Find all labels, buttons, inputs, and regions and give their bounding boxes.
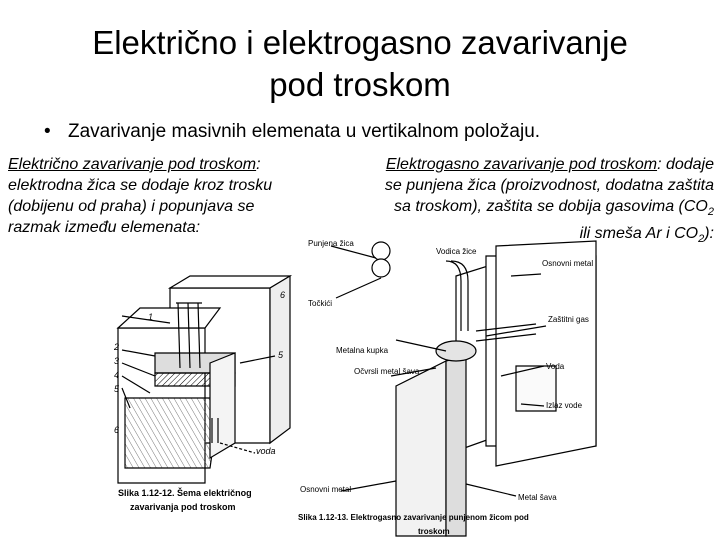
fig-left-caption-2: zavarivanja pod troskom [130, 502, 236, 512]
right-sub-1: 2 [707, 206, 714, 219]
label-voda: Voda [546, 362, 565, 371]
bullet-text: Zavarivanje masivnih elemenata u vertika… [68, 121, 541, 142]
label-vodica-zice: Vodica žice [436, 247, 477, 256]
label-izlaz-vode: Izlaz vode [546, 401, 583, 410]
right-description-2: ili smeša Ar i CO [579, 225, 699, 243]
fig-left-caption-1: Slika 1.12-12. Šema električnog [118, 487, 252, 498]
left-column-text: Električno zavarivanje pod troskom: elek… [8, 154, 283, 238]
right-description-1: : dodaje se punjena žica (proizvodnost, … [384, 156, 714, 215]
left-description: : elektrodna žica se dodaje kroz trosku … [8, 156, 273, 236]
bullet-dot-icon: • [44, 121, 51, 142]
fig-left-label-4: 4 [114, 370, 119, 380]
right-description-3: ): [704, 225, 714, 243]
label-metalna-kupka: Metalna kupka [336, 346, 389, 355]
fig-left-label-5: 5 [114, 384, 120, 394]
label-ocvrsli-metal-sava: Očvrsli metal šava [354, 367, 420, 376]
label-zastitni-gas: Zaštitni gas [548, 315, 589, 324]
label-metal-sava: Metal šava [518, 493, 557, 502]
label-tockici: Točkići [308, 299, 332, 308]
title-line-1: Električno i elektrogasno zavarivanje [92, 24, 628, 61]
fig-right-caption-2: troskom [418, 527, 450, 536]
fig-left-label-2: 2 [113, 342, 119, 352]
right-sub-2: 2 [698, 233, 705, 246]
fig-left-label-6-bottom: 6 [114, 425, 119, 435]
title-line-2: pod troskom [269, 66, 451, 103]
bullet-point: • Zavarivanje masivnih elemenata u vertik… [44, 120, 540, 144]
fig-left-label-voda: voda [256, 446, 276, 456]
fig-left-label-6-top: 6 [280, 290, 285, 300]
right-column-text: Elektrogasno zavarivanje pod troskom: do… [382, 154, 714, 250]
label-osnovni-metal-top: Osnovni metal [542, 259, 593, 268]
fig-left-label-1: 1 [148, 312, 153, 322]
electroslag-welding-diagram: 1 2 3 4 5 6 6 5 voda Slika 1.12-12. Šema… [113, 274, 293, 512]
electrogas-welding-diagram: Punjena žica Vodica žice Točkići Osnovni… [298, 239, 597, 537]
left-term: Električno zavarivanje pod troskom [8, 156, 257, 173]
label-punjena-zica: Punjena žica [308, 239, 354, 248]
fig-left-label-5-right: 5 [278, 350, 284, 360]
fig-left-label-3: 3 [114, 356, 119, 366]
right-term: Elektrogasno zavarivanje pod troskom [385, 156, 658, 173]
slide-title: Električno i elektrogasno zavarivanje po… [0, 22, 720, 106]
label-osnovni-metal-bottom: Osnovni metal [300, 485, 351, 494]
fig-right-caption-1: Slika 1.12-13. Elektrogasno zavarivanje … [298, 513, 529, 522]
